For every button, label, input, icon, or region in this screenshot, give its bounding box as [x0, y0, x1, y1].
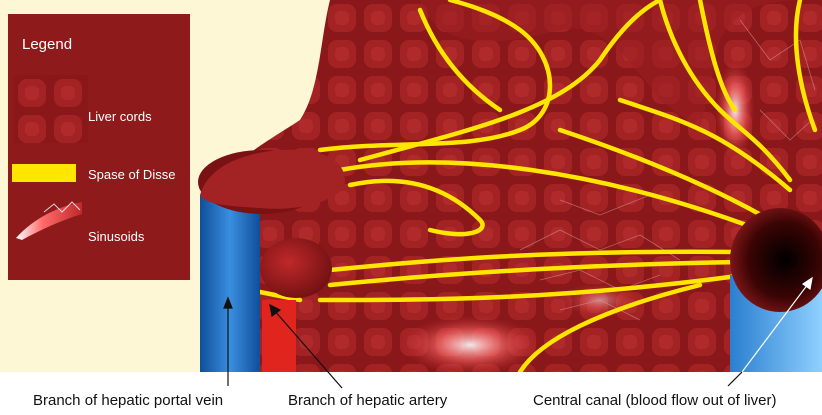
- central-canal-arrowhead: [803, 278, 812, 289]
- central-canal-pointer: [742, 284, 808, 372]
- caption-portal-vein: Branch of hepatic portal vein: [33, 392, 223, 409]
- caption-hepatic-artery: Branch of hepatic artery: [288, 392, 447, 409]
- central-canal-pointer-lower: [728, 372, 742, 386]
- artery-pointer: [274, 310, 342, 388]
- caption-central-canal: Central canal (blood flow out of liver): [533, 392, 776, 409]
- portal-vein-arrowhead: [224, 298, 232, 308]
